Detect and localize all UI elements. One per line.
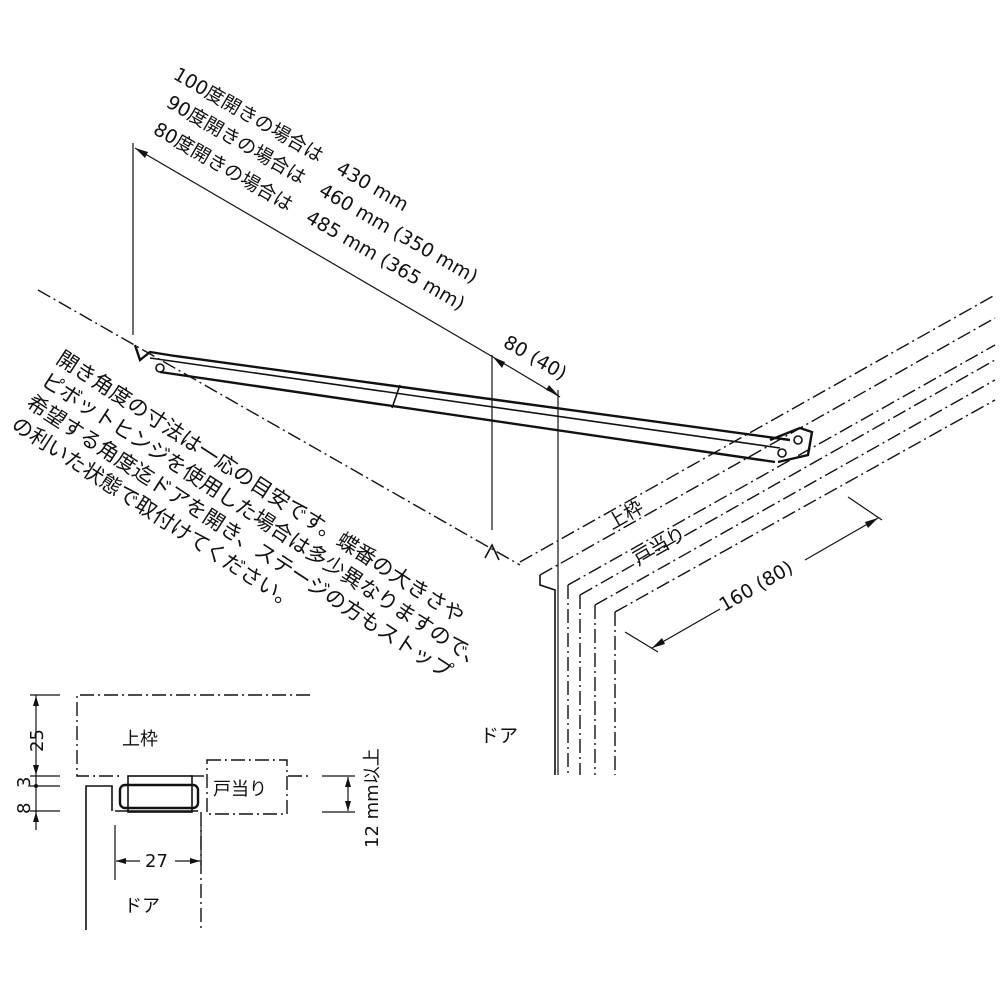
note-line-3: 希望する角度迄ドアを開き、ステージの方もストップ — [22, 390, 456, 684]
section-frame-label: 上枠 — [122, 729, 158, 750]
dim-12mm: 12 mm以上 — [362, 748, 383, 848]
dim-27: 27 — [145, 851, 168, 872]
length-dimension — [132, 143, 561, 775]
frame-perspective — [519, 294, 996, 775]
note-line-2: ピボットヒンジを使用した場合は多少異なりますので、 — [37, 368, 490, 674]
dim-90deg: 90度開きの場合は 460 mm (350 mm) — [163, 91, 482, 288]
dim-25: 25 — [27, 729, 48, 752]
section-door-stop-label: 戸当り — [213, 779, 267, 800]
frame-label: 上枠 — [604, 496, 648, 534]
door-stop-label: 戸当り — [630, 523, 690, 571]
section-door-label: ドア — [124, 896, 160, 917]
section-view — [30, 694, 355, 930]
dim-offset: 80 (40) — [500, 331, 571, 385]
door-centerline — [37, 289, 521, 566]
hinge-mark-icon — [484, 543, 500, 561]
dim-3: 3 — [14, 777, 35, 788]
dim-depth: 160 (80) — [716, 557, 797, 617]
dim-8: 8 — [14, 803, 35, 814]
depth-dimension — [624, 496, 883, 653]
door-label: ドア — [480, 725, 518, 747]
stay-arm — [133, 344, 814, 464]
